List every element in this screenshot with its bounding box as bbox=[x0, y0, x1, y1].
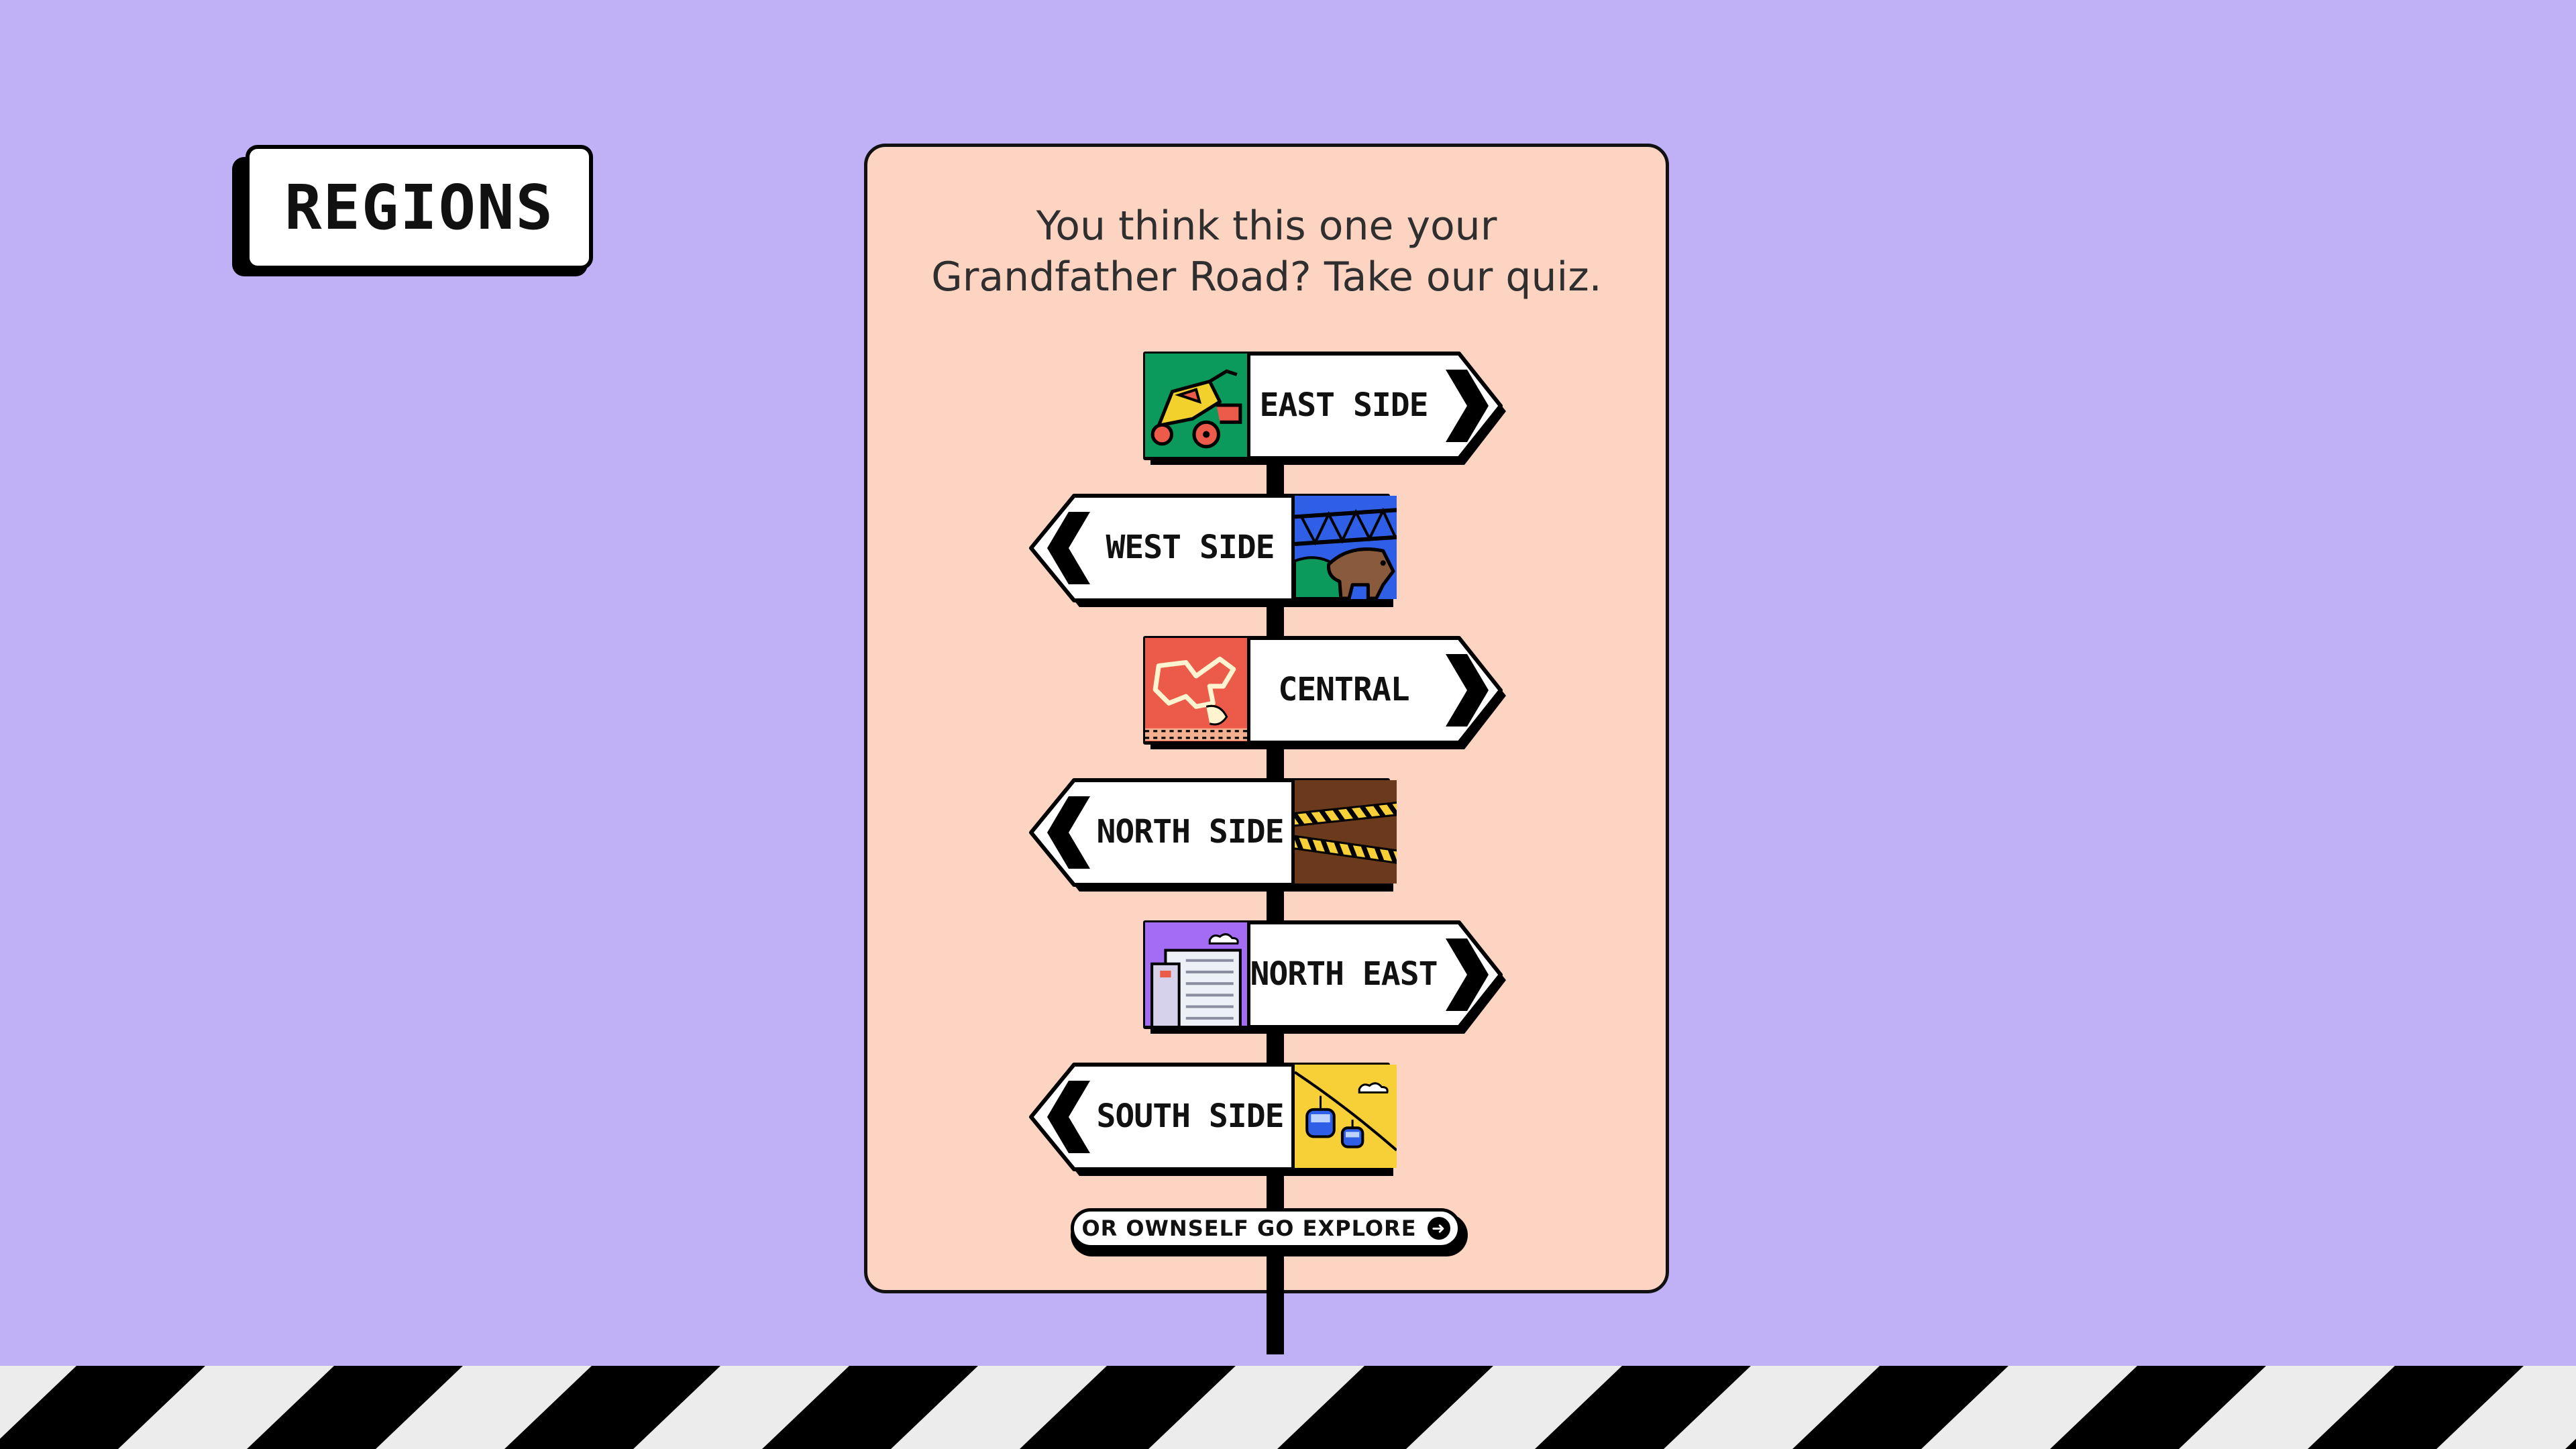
quiz-card: You think this one your Grandfather Road… bbox=[864, 144, 1669, 1354]
quiz-title: You think this one your Grandfather Road… bbox=[867, 201, 1666, 303]
regions-badge-label[interactable]: REGIONS bbox=[246, 145, 593, 270]
sign-south-side[interactable]: SOUTH SIDE bbox=[1026, 1062, 1397, 1176]
quiz-title-line-1: You think this one your bbox=[1036, 203, 1497, 250]
sign-east-side[interactable]: EAST SIDE bbox=[1142, 351, 1510, 465]
regions-badge[interactable]: REGIONS bbox=[232, 145, 601, 277]
sign-east-side-label[interactable]: EAST SIDE bbox=[1259, 386, 1428, 424]
crosswalk-stripe bbox=[1277, 1366, 1493, 1449]
explore-button-label: OR OWNSELF GO EXPLORE bbox=[1081, 1216, 1417, 1241]
tricycle-icon bbox=[1145, 354, 1250, 457]
sign-central-label[interactable]: CENTRAL bbox=[1278, 671, 1409, 708]
sign-west-side[interactable]: WEST SIDE bbox=[1026, 493, 1397, 607]
crosswalk-stripe bbox=[1020, 1366, 1236, 1449]
sign-north-side[interactable]: NORTH SIDE bbox=[1026, 777, 1397, 892]
crosswalk-stripe bbox=[762, 1366, 978, 1449]
hdb-flat-icon bbox=[1145, 922, 1250, 1026]
sign-south-side-label[interactable]: SOUTH SIDE bbox=[1096, 1097, 1285, 1135]
crosswalk-stripe bbox=[0, 1366, 205, 1449]
bridge-boar-icon bbox=[1291, 496, 1397, 599]
cable-car-icon bbox=[1291, 1065, 1397, 1168]
sign-north-east-label[interactable]: NORTH EAST bbox=[1250, 955, 1438, 993]
crosswalk-stripe bbox=[2050, 1366, 2266, 1449]
crosswalk-stripes bbox=[0, 1366, 2576, 1449]
crosswalk-stripe bbox=[1535, 1366, 1751, 1449]
crosswalk-stripe bbox=[1792, 1366, 2008, 1449]
signpost-pole bbox=[1267, 462, 1284, 1354]
sign-central[interactable]: CENTRAL bbox=[1142, 635, 1510, 749]
caution-tape-icon bbox=[1291, 780, 1397, 883]
crosswalk-stripe bbox=[247, 1366, 463, 1449]
arrow-circle-right-icon: ➜ bbox=[1427, 1217, 1450, 1240]
sign-north-side-label[interactable]: NORTH SIDE bbox=[1096, 813, 1285, 851]
crosswalk-stripe bbox=[2308, 1366, 2524, 1449]
map-dragon-icon bbox=[1145, 638, 1250, 741]
quiz-title-line-2: Grandfather Road? Take our quiz. bbox=[931, 254, 1602, 301]
crosswalk-stripes-graphic bbox=[0, 1366, 2576, 1449]
crosswalk-stripe bbox=[504, 1366, 720, 1449]
explore-button-face[interactable]: OR OWNSELF GO EXPLORE ➜ bbox=[1071, 1208, 1461, 1248]
sign-west-side-label[interactable]: WEST SIDE bbox=[1106, 529, 1275, 566]
sign-north-east[interactable]: NORTH EAST bbox=[1142, 920, 1510, 1034]
explore-button[interactable]: OR OWNSELF GO EXPLORE ➜ bbox=[1071, 1208, 1468, 1256]
